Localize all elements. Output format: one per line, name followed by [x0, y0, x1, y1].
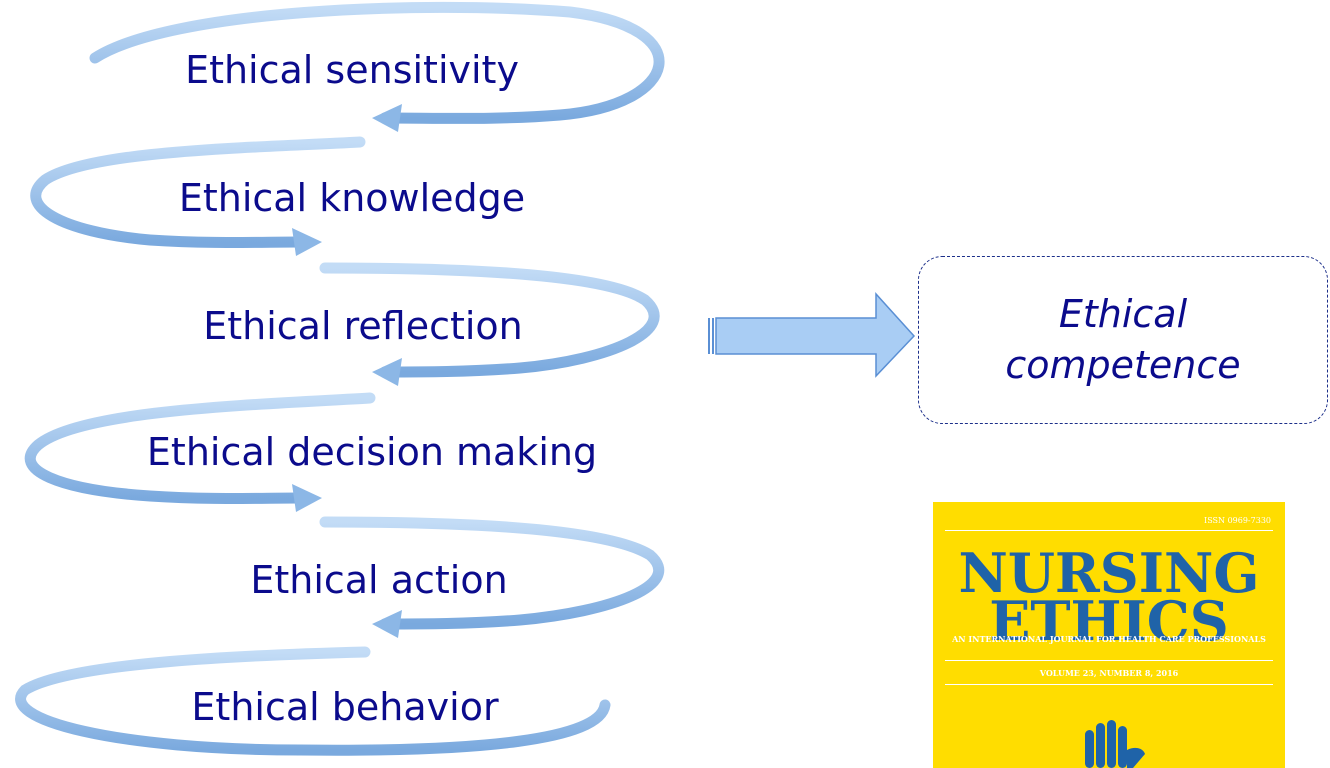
outcome-line-1: Ethical [1058, 291, 1188, 336]
step-ethical-decision-making: Ethical decision making [146, 430, 598, 474]
cover-rule-middle [945, 660, 1273, 661]
step-ethical-sensitivity: Ethical sensitivity [185, 48, 519, 92]
step-ethical-reflection: Ethical reflection [203, 304, 523, 348]
cover-rule-top [945, 530, 1273, 531]
journal-cover: ISSN 0969-7330 NURSING ETHICS AN INTERNA… [933, 502, 1285, 768]
loop-arrow-2 [30, 136, 366, 256]
cover-title-line-2: ETHICS [989, 589, 1229, 653]
outcome-line-2: competence [1005, 343, 1241, 387]
hand-icon [1085, 720, 1145, 768]
cover-subtitle: AN INTERNATIONAL JOURNAL FOR HEALTH CARE… [952, 634, 1266, 644]
loop-arrow-5 [319, 516, 665, 638]
step-ethical-action: Ethical action [250, 558, 508, 602]
loop-arrow-3 [319, 262, 660, 386]
loop-arrow-1 [89, 1, 665, 132]
process-loops [15, 1, 665, 756]
step-ethical-knowledge: Ethical knowledge [178, 176, 526, 220]
cover-volume: VOLUME 23, NUMBER 8, 2016 [1039, 668, 1179, 678]
cover-rule-bottom [945, 684, 1273, 685]
outcome-box: Ethical competence [918, 256, 1328, 424]
result-arrow [708, 292, 916, 378]
step-ethical-behavior: Ethical behavior [191, 685, 499, 729]
loop-arrow-4 [24, 392, 376, 512]
cover-title-line-1: NURSING [958, 541, 1260, 605]
cover-issn: ISSN 0969-7330 [1204, 516, 1271, 525]
loop-arrow-6 [15, 646, 611, 756]
